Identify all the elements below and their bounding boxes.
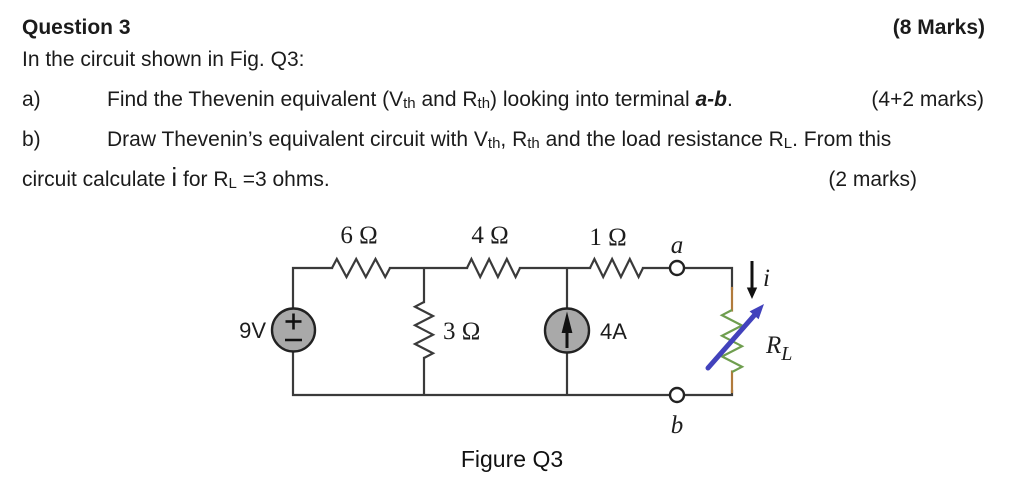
resistor-6ohm <box>331 256 391 280</box>
part-a-marks: (4+2 marks) <box>871 88 984 111</box>
voltage-source-label: 9V <box>239 318 266 343</box>
terminal-ab-emphasis: a-b <box>695 88 727 111</box>
resistor-4ohm-label: 4 Ω <box>471 222 508 249</box>
part-a-row: a) Find the Thevenin equivalent (Vth and… <box>22 86 984 118</box>
variable-arrow-head-icon <box>749 304 764 320</box>
variable-arrow-icon <box>705 312 758 371</box>
terminal-b-label: b <box>671 412 684 439</box>
load-resistor-label: RL <box>765 332 792 365</box>
current-i-arrowhead-icon <box>746 287 758 299</box>
resistor-1ohm-label: 1 Ω <box>589 224 626 251</box>
part-b-row: b) Draw Thevenin’s equivalent circuit wi… <box>22 126 891 158</box>
wires <box>291 266 734 397</box>
resistor-4ohm <box>466 256 521 280</box>
part-b-text: Draw Thevenin’s equivalent circuit with … <box>107 128 892 152</box>
terminal-a-label: a <box>671 232 684 259</box>
part-b-line2-text: circuit calculate i for RL =3 ohms. <box>22 162 330 192</box>
terminal-b-circle <box>668 386 686 404</box>
question-header: Question 3 (8 Marks) <box>22 14 985 42</box>
part-b-label: b) <box>22 128 41 151</box>
resistor-6ohm-label: 6 Ω <box>340 222 377 249</box>
current-source-4a <box>543 307 591 354</box>
resistor-3ohm <box>412 301 436 359</box>
part-b-line2: circuit calculate i for RL =3 ohms. (2 m… <box>22 164 917 198</box>
intro-line: In the circuit shown in Fig. Q3: <box>22 46 304 74</box>
total-marks: (8 Marks) <box>892 16 985 39</box>
current-symbol: i <box>171 162 178 192</box>
part-a-label: a) <box>22 88 41 111</box>
resistor-3ohm-label: 3 Ω <box>443 318 480 345</box>
resistor-1ohm <box>589 256 644 280</box>
voltage-source-body <box>270 307 317 353</box>
intro-text: In the circuit shown in Fig. Q3: <box>22 48 305 71</box>
current-source-label: 4A <box>600 319 627 344</box>
figure-caption: Figure Q3 <box>460 446 564 472</box>
voltage-source-9v <box>270 307 317 353</box>
current-source-arrowhead-icon <box>561 311 573 333</box>
question-title: Question 3 <box>22 16 131 39</box>
part-a-text: Find the Thevenin equivalent (Vth and Rt… <box>107 88 733 112</box>
current-i-label: i <box>763 265 770 292</box>
terminal-a-circle <box>668 259 686 277</box>
part-b-marks: (2 marks) <box>828 168 917 191</box>
